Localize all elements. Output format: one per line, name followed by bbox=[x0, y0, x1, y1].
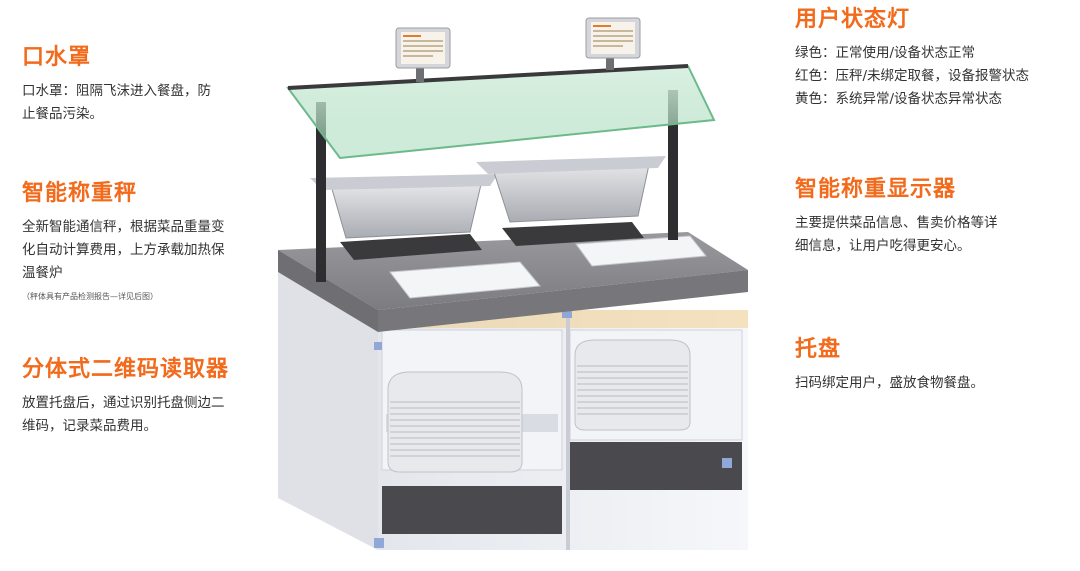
sneeze-guard-glass bbox=[286, 64, 716, 160]
feature-note: （秤体具有产品检测报告—详见后图） bbox=[22, 292, 158, 301]
feature-title: 分体式二维码读取器 bbox=[22, 357, 230, 382]
feature-desc-line: 扫码绑定用户，盛放食物餐盘。 bbox=[795, 375, 984, 391]
feature-smart-scale: 智能称重秤 全新智能通信秤，根据菜品重量变 化自动计算费用，上方承载加热保 温餐… bbox=[22, 180, 257, 303]
weighing-scale-right bbox=[476, 156, 666, 246]
feature-sneeze-guard: 口水罩 口水罩：阻隔飞沫进入餐盘，防 止餐品污染。 bbox=[22, 44, 247, 126]
feature-scale-display: 智能称重显示器 主要提供菜品信息、售卖价格等详 细信息，让用户吃得更安心。 bbox=[795, 176, 1060, 258]
sneeze-guard-posts bbox=[316, 90, 678, 282]
feature-qr-reader: 分体式二维码读取器 放置托盘后，通过识别托盘侧边二 维码，记录菜品费用。 bbox=[22, 356, 257, 438]
feature-tray: 托盘 扫码绑定用户，盛放食物餐盘。 bbox=[795, 336, 1060, 395]
feature-title: 托盘 bbox=[795, 337, 842, 362]
buffet-counter-illustration bbox=[278, 17, 748, 550]
feature-desc-line: 主要提供菜品信息、售卖价格等详 bbox=[795, 215, 998, 231]
feature-title: 用户状态灯 bbox=[795, 7, 911, 32]
feature-desc-line: 黄色：系统异常/设备状态异常状态 bbox=[795, 91, 1003, 107]
feature-desc-line: 温餐炉 bbox=[22, 265, 63, 281]
feature-desc-line: 放置托盘后，通过识别托盘侧边二 bbox=[22, 395, 225, 411]
lower-panels bbox=[374, 310, 742, 550]
feature-desc-line: 红色：压秤/未绑定取餐，设备报警状态 bbox=[795, 68, 1030, 84]
tray-on-counter bbox=[389, 235, 707, 299]
feature-desc-line: 维码，记录菜品费用。 bbox=[22, 418, 157, 434]
scale-display-right bbox=[585, 17, 641, 70]
feature-desc-line: 化自动计算费用，上方承载加热保 bbox=[22, 242, 225, 258]
feature-title: 智能称重秤 bbox=[22, 181, 138, 206]
scale-display-left bbox=[395, 27, 451, 82]
feature-desc-line: 口水罩：阻隔飞沫进入餐盘，防 bbox=[22, 83, 211, 99]
feature-desc-line: 全新智能通信秤，根据菜品重量变 bbox=[22, 219, 225, 235]
feature-desc-line: 绿色：正常使用/设备状态正常 bbox=[795, 45, 976, 61]
feature-desc-line: 细信息，让用户吃得更安心。 bbox=[795, 238, 971, 254]
feature-title: 智能称重显示器 bbox=[795, 177, 957, 202]
feature-status-light: 用户状态灯 绿色：正常使用/设备状态正常 红色：压秤/未绑定取餐，设备报警状态 … bbox=[795, 6, 1070, 111]
tray-stack-icon bbox=[387, 339, 691, 473]
feature-desc-line: 止餐品污染。 bbox=[22, 106, 103, 122]
feature-title: 口水罩 bbox=[22, 45, 92, 70]
weighing-scale-left bbox=[310, 174, 498, 260]
